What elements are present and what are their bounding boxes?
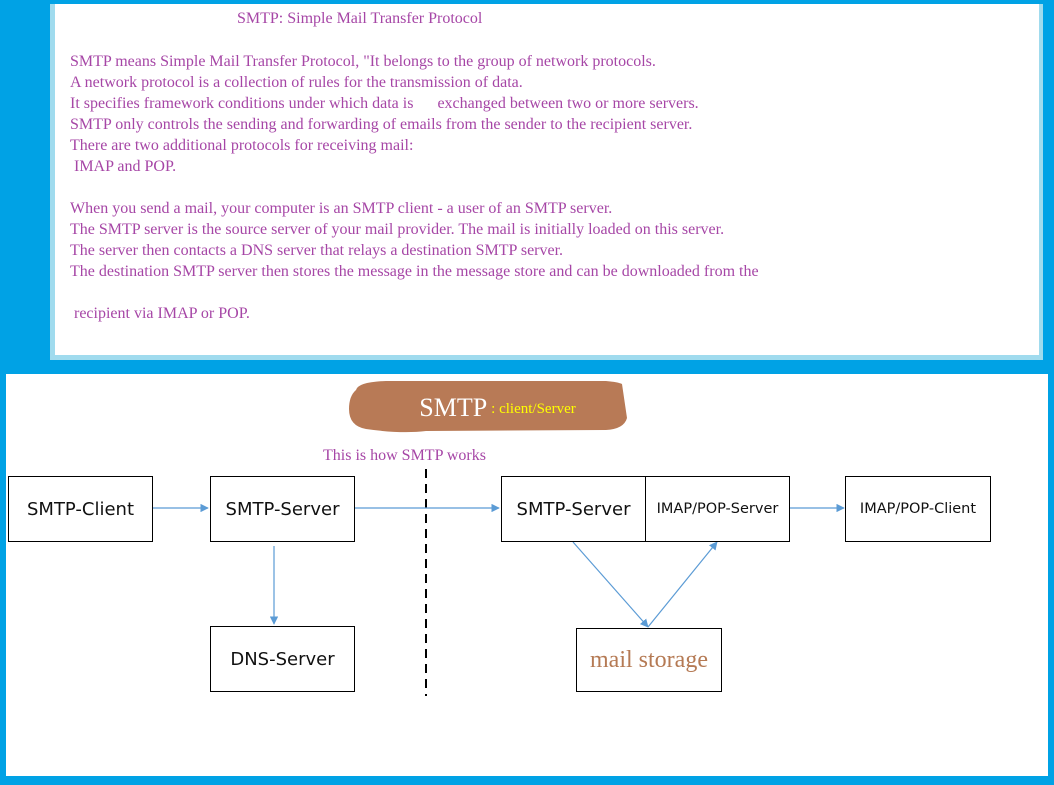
paragraph-line: There are two additional protocols for r…	[70, 137, 414, 154]
diagram-caption: This is how SMTP works	[323, 447, 486, 464]
paragraph-line: SMTP only controls the sending and forwa…	[70, 116, 693, 133]
paragraph-line: The SMTP server is the source server of …	[70, 221, 725, 238]
banner-sub-label: : client/Server	[491, 400, 576, 417]
node-smtp-server-source: SMTP-Server	[210, 476, 355, 542]
smtp-banner: SMTP : client/Server	[349, 382, 632, 434]
paragraph-line: When you send a mail, your computer is a…	[70, 200, 613, 217]
node-smtp-client: SMTP-Client	[8, 476, 153, 542]
node-label: IMAP/POP-Server	[656, 501, 779, 517]
arrow-dest-server-to-storage	[572, 541, 649, 628]
panel-title: SMTP: Simple Mail Transfer Protocol	[237, 10, 483, 27]
node-mail-storage: mail storage	[576, 628, 722, 692]
description-panel: SMTP: Simple Mail Transfer Protocol SMTP…	[50, 4, 1043, 360]
banner-text: SMTP : client/Server	[349, 382, 632, 434]
node-label: SMTP-Server	[225, 498, 340, 520]
node-dns-server: DNS-Server	[210, 626, 355, 692]
arrow-storage-to-imap-server	[647, 541, 718, 628]
paragraph-line: IMAP and POP.	[70, 158, 177, 175]
diagram-connectors	[153, 381, 845, 696]
banner-main-label: SMTP	[419, 393, 488, 422]
diagram-panel: SMTP : client/Server This is how SMTP wo…	[6, 374, 1048, 776]
node-label: SMTP-Server	[516, 498, 631, 520]
banner-shape	[349, 381, 627, 433]
node-imap-pop-server: IMAP/POP-Server	[645, 476, 790, 542]
paragraph-line: The destination SMTP server then stores …	[70, 263, 759, 280]
node-imap-pop-client: IMAP/POP-Client	[845, 476, 991, 542]
node-label: IMAP/POP-Client	[859, 501, 977, 517]
node-label: mail storage	[590, 646, 708, 673]
node-smtp-server-destination: SMTP-Server	[501, 476, 646, 542]
paragraph-line: SMTP means Simple Mail Transfer Protocol…	[70, 53, 656, 70]
node-label: DNS-Server	[230, 648, 335, 670]
paragraph-line: The server then contacts a DNS server th…	[70, 242, 564, 259]
paragraph-line: It specifies framework conditions under …	[70, 95, 699, 112]
node-label: SMTP-Client	[26, 498, 134, 520]
paragraph-line: recipient via IMAP or POP.	[70, 305, 250, 322]
paragraph-line: A network protocol is a collection of ru…	[70, 74, 523, 91]
description-panel-body: SMTP: Simple Mail Transfer Protocol SMTP…	[55, 4, 1039, 355]
